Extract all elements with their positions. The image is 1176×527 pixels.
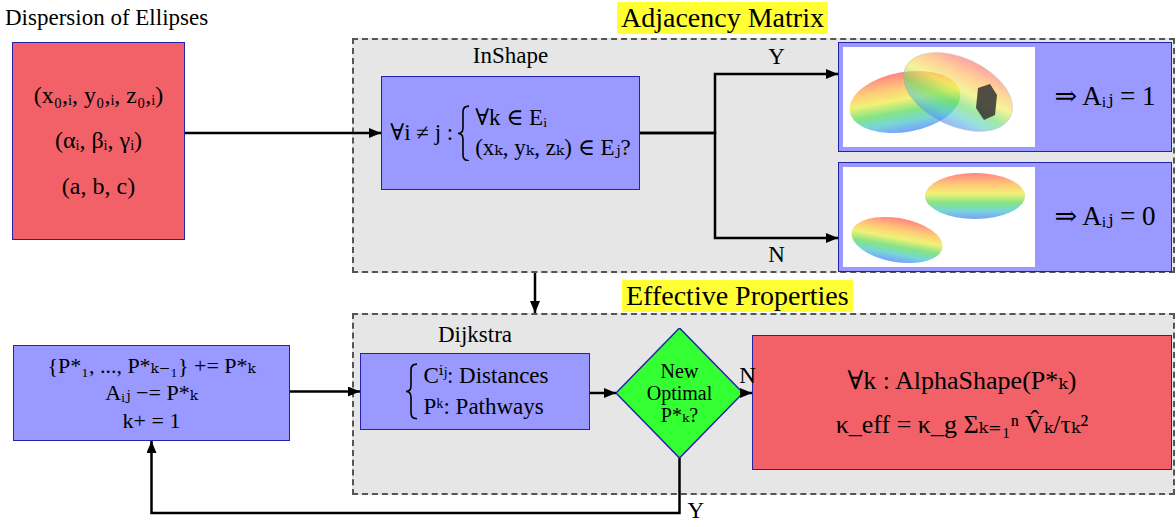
decision-diamond: New Optimal P*ₖ? xyxy=(616,328,743,458)
connector-arrow xyxy=(590,392,616,395)
text-group: ∀k : AlphaShape(P*ₖ) κ_eff = κ_g Σₖ₌₁ⁿ V̂… xyxy=(836,366,1089,440)
node-text: ∀i ≠ j : xyxy=(390,120,453,146)
input-box: Dispersion of Ellipses(x₀,ᵢ, y₀,ᵢ, z₀,ᵢ)… xyxy=(12,42,185,240)
node-body: ⇒ Aᵢⱼ = 0 xyxy=(1054,201,1155,232)
node-text: Aᵢⱼ −= P*ₖ xyxy=(105,380,197,405)
node-text: (a, b, c) xyxy=(62,173,135,201)
connector-arrow xyxy=(743,392,752,395)
node-text: ∀k : AlphaShape(P*ₖ) xyxy=(848,366,1077,396)
edge-label: N xyxy=(768,242,785,268)
text-group: New Optimal P*ₖ? xyxy=(639,360,721,426)
edge-label: Y xyxy=(688,498,705,524)
node-text: (αᵢ, βᵢ, γᵢ) xyxy=(55,127,142,155)
node-body: {P*₁, ..., P*ₖ₋₁} += P*ₖAᵢⱼ −= P*ₖ k+ = 1 xyxy=(47,353,255,433)
edge-label: N xyxy=(739,363,756,389)
node-text: InShape xyxy=(473,43,548,69)
process-box: {P*₁, ..., P*ₖ₋₁} += P*ₖAᵢⱼ −= P*ₖ k+ = 1 xyxy=(13,345,290,441)
text-group: ⇒ Aᵢⱼ = 0 xyxy=(1054,201,1155,232)
node-text: (x₀,ᵢ, y₀,ᵢ, z₀,ᵢ) xyxy=(34,82,164,110)
node-text: κ_eff = κ_g Σₖ₌₁ⁿ V̂ₖ/τₖ² xyxy=(836,410,1089,440)
node-text: {P*₁, ..., P*ₖ₋₁} += P*ₖ xyxy=(47,353,255,378)
overlap-region xyxy=(976,84,997,120)
ellipse-shape xyxy=(925,173,1025,219)
text-group: ∀k ∈ Eᵢ (xₖ, yₖ, zₖ) ∈ Eⱼ? xyxy=(475,105,631,162)
connector-arrow xyxy=(290,390,360,393)
node-body: (x₀,ᵢ, y₀,ᵢ, z₀,ᵢ) (αᵢ, βᵢ, γᵢ) (a, b, c) xyxy=(34,82,164,201)
text-group: ⇒ Aᵢⱼ = 1 xyxy=(1054,81,1155,112)
process-box: InShape∀i ≠ j :∀k ∈ Eᵢ(xₖ, yₖ, zₖ) ∈ Eⱼ? xyxy=(381,76,640,190)
text-group: Cⁱʲ: DistancesPᵏ: Pathways xyxy=(423,363,548,420)
node-body: New Optimal P*ₖ? xyxy=(639,360,721,426)
node-body: ⇒ Aᵢⱼ = 1 xyxy=(1054,81,1155,112)
output-box: ∀k : AlphaShape(P*ₖ) κ_eff = κ_g Σₖ₌₁ⁿ V̂… xyxy=(752,335,1172,470)
connector-arrow xyxy=(185,132,381,135)
ellipse-shape xyxy=(848,210,946,269)
node-text: Dispersion of Ellipses xyxy=(5,5,208,31)
node-text: ⇒ Aᵢⱼ = 1 xyxy=(1054,81,1155,112)
node-text: Pᵏ: Pathways xyxy=(423,394,543,420)
node-text: Cⁱʲ: Distances xyxy=(423,363,548,389)
node-body: Cⁱʲ: DistancesPᵏ: Pathways xyxy=(401,363,548,420)
text-group: ∀i ≠ j : xyxy=(390,120,453,146)
node-body: ∀i ≠ j : ∀k ∈ Eᵢ (xₖ, yₖ, zₖ) ∈ Eⱼ? xyxy=(390,105,631,162)
node-text: k+ = 1 xyxy=(123,408,181,433)
curly-brace xyxy=(405,363,419,420)
curly-brace xyxy=(457,105,471,162)
node-text: Adjacency Matrix xyxy=(617,2,828,34)
node-text: ⇒ Aᵢⱼ = 0 xyxy=(1054,201,1155,232)
process-box: DijkstraCⁱʲ: DistancesPᵏ: Pathways xyxy=(360,353,590,430)
connector-arrow xyxy=(534,273,537,313)
node-body: ∀k : AlphaShape(P*ₖ) κ_eff = κ_g Σₖ₌₁ⁿ V̂… xyxy=(836,366,1089,440)
region-panel: Effective PropertiesDijkstraCⁱʲ: Distanc… xyxy=(352,313,1175,495)
node-text: ∀k ∈ Eᵢ xyxy=(475,105,547,131)
text-group: (x₀,ᵢ, y₀,ᵢ, z₀,ᵢ) (αᵢ, βᵢ, γᵢ) (a, b, c) xyxy=(34,82,164,201)
node-text: New Optimal P*ₖ? xyxy=(639,360,721,426)
node-text: Effective Properties xyxy=(622,280,853,312)
ellipse-shape xyxy=(891,37,1025,148)
node-text: (xₖ, yₖ, zₖ) ∈ Eⱼ? xyxy=(475,135,631,161)
text-group: {P*₁, ..., P*ₖ₋₁} += P*ₖAᵢⱼ −= P*ₖ k+ = 1 xyxy=(47,353,255,433)
node-text: Dijkstra xyxy=(438,322,512,348)
edge-label: Y xyxy=(768,44,785,70)
